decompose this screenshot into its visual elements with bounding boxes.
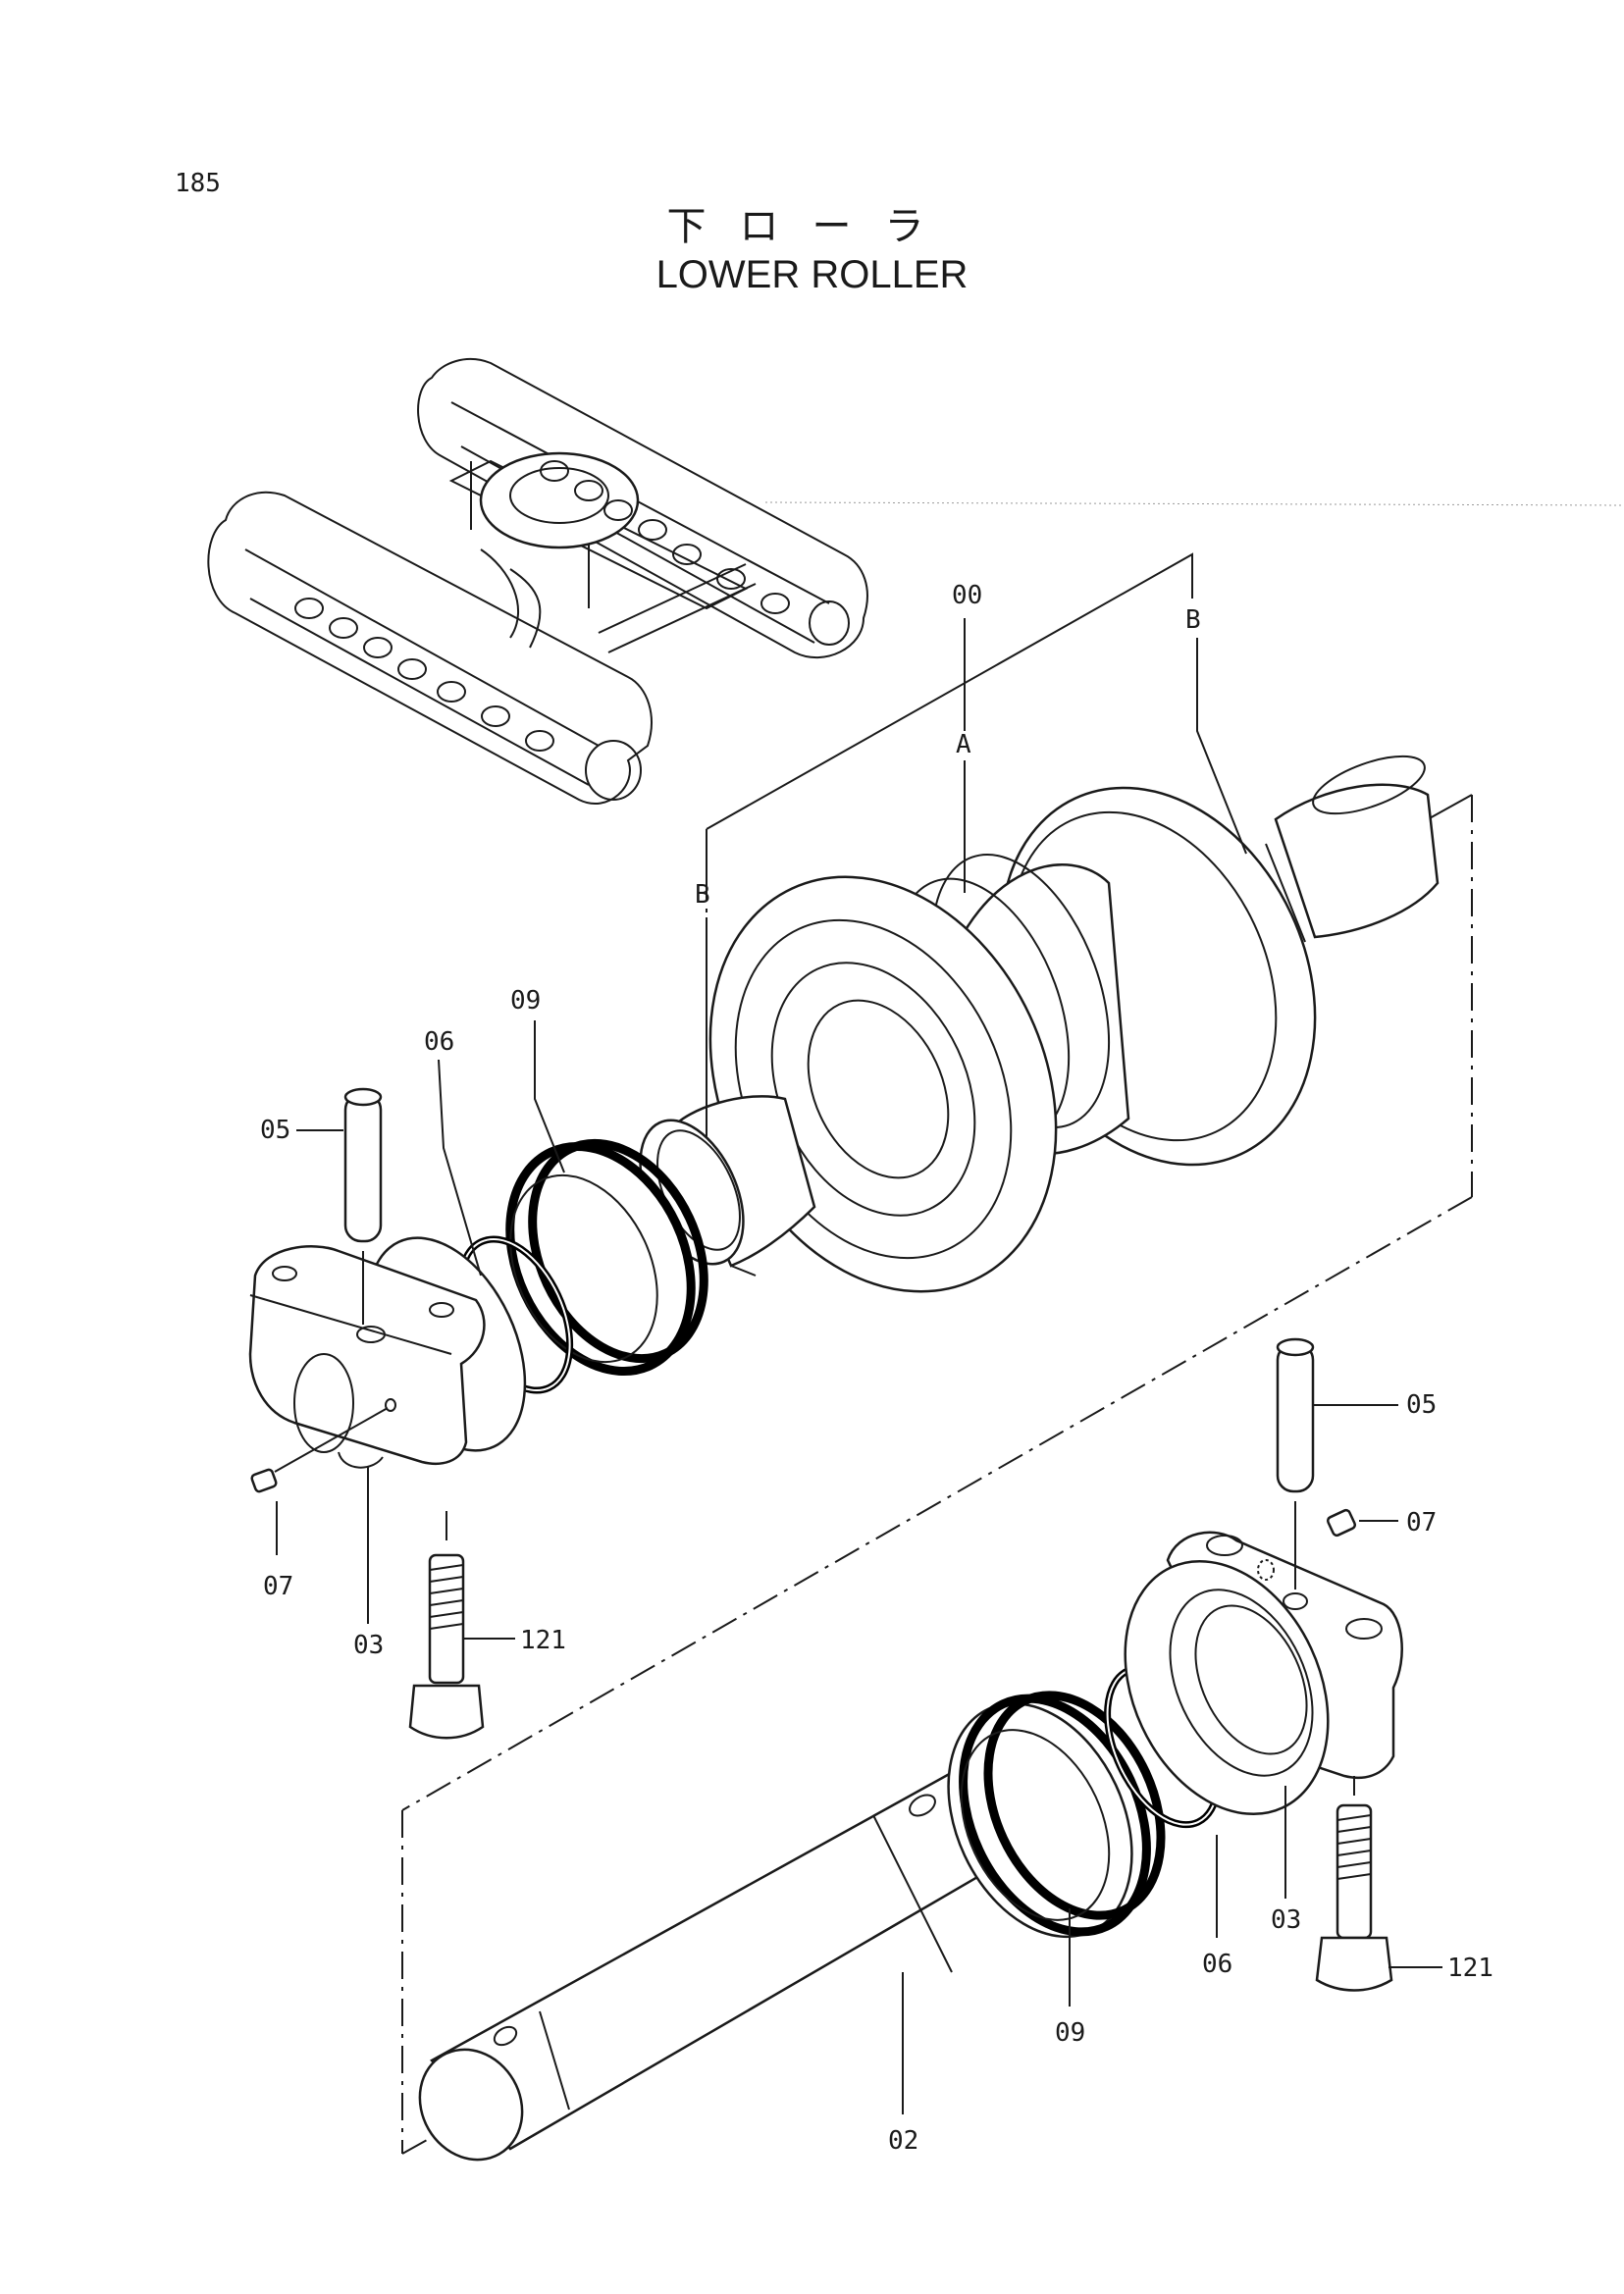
label-assembly: 00 <box>952 581 982 610</box>
right-pin <box>1276 1337 1315 1590</box>
label-pin-right: 05 <box>1406 1390 1437 1420</box>
right-plug <box>1326 1508 1357 1538</box>
label-plug-right: 07 <box>1406 1508 1437 1538</box>
label-collar-left: 03 <box>353 1631 384 1660</box>
shaft <box>418 1754 1011 2162</box>
label-seal-left: 09 <box>510 986 541 1016</box>
label-oring-right: 06 <box>1202 1950 1232 1979</box>
right-collar <box>1124 1531 1403 1816</box>
page-number: 185 <box>175 169 221 198</box>
undercarriage-thumbnail <box>207 358 868 806</box>
roller-body <box>639 755 1440 1293</box>
label-section-b-top: B <box>1185 605 1201 635</box>
label-oring-left: 06 <box>424 1027 454 1057</box>
right-bolt <box>1315 1776 1393 1992</box>
left-plug <box>250 1407 389 1493</box>
label-bolt-right: 121 <box>1447 1954 1493 1983</box>
callout-labels: 00 A B B 09 06 05 07 03 121 05 07 03 06 … <box>260 581 1493 2156</box>
label-pin-left: 05 <box>260 1116 290 1145</box>
label-bolt-left: 121 <box>520 1626 566 1655</box>
label-collar-right: 03 <box>1271 1905 1301 1935</box>
left-collar <box>248 1236 527 1469</box>
left-pin <box>343 1087 383 1325</box>
label-shaft: 02 <box>888 2126 918 2156</box>
title-english: LOWER ROLLER <box>655 253 969 296</box>
title-japanese: 下ローラ <box>666 204 958 249</box>
scan-artifact-line <box>764 501 1624 506</box>
label-seal-right: 09 <box>1055 2018 1085 2048</box>
leader-lines <box>276 618 1442 2114</box>
left-floating-seal <box>505 1138 708 1377</box>
roller-icons <box>294 460 790 752</box>
label-plug-left: 07 <box>263 1572 293 1601</box>
label-section-a: A <box>956 730 971 759</box>
label-section-b-left: B <box>695 880 710 910</box>
left-bolt <box>408 1511 485 1740</box>
